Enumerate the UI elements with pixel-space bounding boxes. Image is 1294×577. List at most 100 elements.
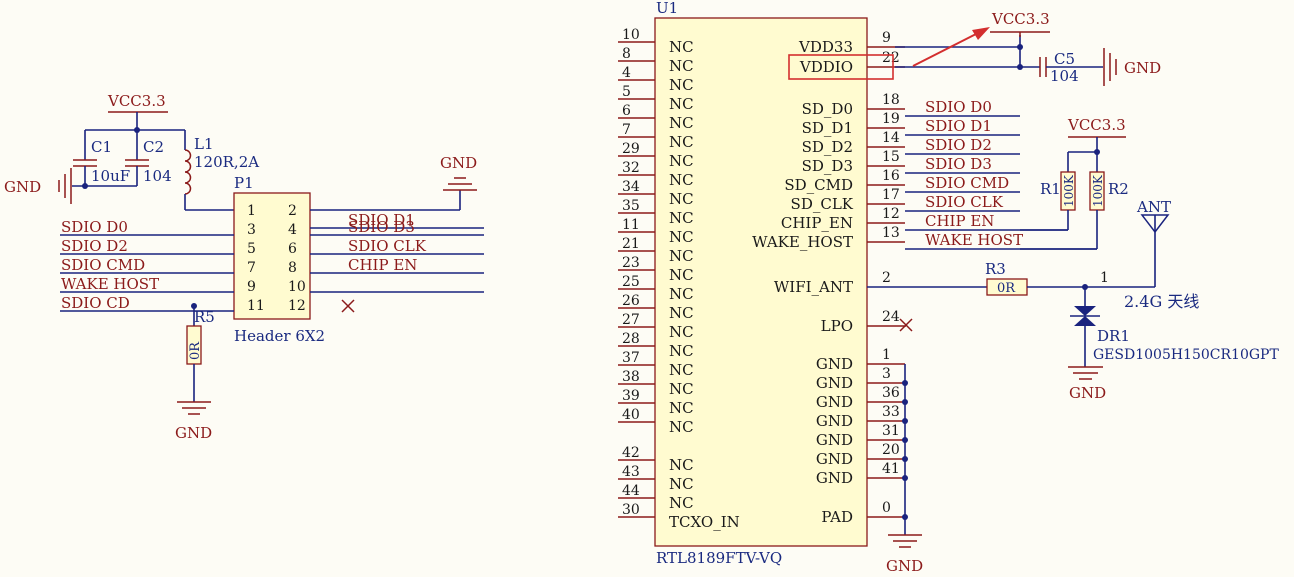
u1-pin-num-left: 28 (622, 331, 640, 347)
gnd-label-dr1: GND (1069, 384, 1106, 402)
u1-pin-num-right: 31 (882, 423, 900, 439)
p1-net-right: SDIO D3 (348, 218, 415, 236)
u1-pin-name-left: NC (669, 285, 694, 303)
u1-pin-num-right: 24 (882, 309, 900, 325)
u1-pin-name-left: NC (669, 209, 694, 227)
r5-circuit: 0R R5 GND (175, 303, 215, 442)
vcc-label-u1: VCC3.3 (991, 10, 1050, 28)
p1-net-left: WAKE HOST (61, 275, 159, 293)
u1-pin-name-left: NC (669, 76, 694, 94)
p1-pin-num-right: 10 (288, 279, 306, 295)
u1-left-pins: 10NC8NC4NC5NC6NC7NC29NC32NC34NC35NC11NC2… (618, 27, 740, 531)
u1-net-label: SDIO D1 (925, 117, 992, 135)
u1-pin-name-left: NC (669, 266, 694, 284)
antenna-desc: 2.4G 天线 (1124, 292, 1199, 311)
u1-pin-num-left: 7 (622, 122, 631, 138)
ant-pin-1: 1 (1100, 270, 1109, 286)
p1-net-left: SDIO D0 (61, 218, 128, 236)
u1-pin-num-left: 35 (622, 198, 640, 214)
u1-pin-name-right: PAD (821, 508, 853, 526)
u1-pin-num-left: 37 (622, 350, 640, 366)
u1-net-label: WAKE HOST (925, 231, 1023, 249)
u1-pin-name-right: VDD33 (798, 38, 853, 56)
u1-pin-num-left: 39 (622, 388, 640, 404)
vddio-highlight-box (788, 54, 894, 80)
u1-pin-name-left: NC (669, 152, 694, 170)
u1-pin-num-left: 4 (622, 65, 631, 81)
gnd-label-p1: GND (440, 154, 477, 172)
u1-pin-num-left: 40 (622, 407, 640, 423)
p1-net-left: SDIO CMD (61, 256, 145, 274)
vdd-wiring: VCC3.3 C5 104 GND (788, 10, 1161, 86)
p1-designator: P1 (234, 174, 254, 192)
dr1-part: GESD1005H150CR10GPT (1093, 347, 1279, 363)
u1-pin-num-left: 34 (622, 179, 640, 195)
lpo-nc (899, 318, 913, 332)
u1-pin-name-right: GND (816, 431, 853, 449)
u1-pin-name-left: NC (669, 190, 694, 208)
u1-part-number: RTL8189FTV-VQ (656, 549, 782, 567)
r3-designator: R3 (985, 260, 1006, 278)
gnd-label-filter: GND (4, 178, 41, 196)
u1-chip: U1 RTL8189FTV-VQ 10NC8NC4NC5NC6NC7NC29NC… (618, 0, 906, 567)
c2-value: 104 (143, 167, 172, 185)
vcc-label-pullup: VCC3.3 (1067, 116, 1126, 134)
u1-net-label: CHIP EN (925, 212, 994, 230)
u1-gnd-bus: GND (886, 364, 923, 575)
u1-pin-num-right: 9 (882, 30, 891, 46)
u1-net-label: SDIO D2 (925, 136, 992, 154)
u1-pin-name-left: NC (669, 380, 694, 398)
p1-pin-num-left: 7 (247, 260, 256, 276)
u1-pin-num-left: 10 (622, 27, 640, 43)
p1-pin-num-right: 12 (288, 298, 306, 314)
pullup-resistors: VCC3.3 100K 100K R1 R2 (1040, 116, 1129, 249)
u1-pin-num-left: 30 (622, 502, 640, 518)
u1-pin-name-right: WAKE_HOST (752, 233, 853, 251)
p1-pin-num-left: 1 (247, 203, 256, 219)
u1-pin-name-left: NC (669, 475, 694, 493)
u1-pin-num-right: 14 (882, 130, 900, 146)
u1-pin-num-right: 17 (882, 187, 900, 203)
r1-designator: R1 (1040, 180, 1061, 198)
u1-pin-num-right: 22 (882, 50, 900, 66)
r5-value: 0R (188, 341, 203, 360)
p1-part: Header 6X2 (234, 327, 325, 345)
antenna-label: ANT (1136, 198, 1171, 216)
u1-pin-name-right: LPO (821, 317, 853, 335)
u1-pin-name-right: WIFI_ANT (774, 278, 853, 296)
u1-net-label: SDIO D3 (925, 155, 992, 173)
u1-pin-num-right: 3 (882, 366, 891, 382)
r5-designator: R5 (194, 308, 215, 326)
antenna-circuit: 0R R3 1 ANT 2.4G 天线 DR1 GESD1005H150CR10… (867, 198, 1279, 402)
u1-pin-name-left: NC (669, 494, 694, 512)
u1-pin-num-left: 6 (622, 103, 631, 119)
u1-pin-num-left: 11 (622, 217, 640, 233)
p1-pin-num-right: 8 (288, 260, 297, 276)
u1-pin-name-left: NC (669, 133, 694, 151)
u1-pin-name-left: NC (669, 456, 694, 474)
u1-pin-name-left: NC (669, 323, 694, 341)
u1-pin-num-right: 2 (882, 270, 891, 286)
u1-pin-num-left: 25 (622, 274, 640, 290)
u1-pin-num-left: 43 (622, 464, 640, 480)
u1-body (654, 17, 868, 547)
u1-pin-num-left: 8 (622, 46, 631, 62)
u1-net-label: SDIO CLK (925, 193, 1004, 211)
u1-pin-num-left: 29 (622, 141, 640, 157)
u1-pin-name-left: NC (669, 171, 694, 189)
p1-pin-num-right: 4 (288, 222, 297, 238)
u1-pin-name-right: SD_CLK (791, 195, 854, 213)
u1-pin-name-right: SD_D2 (802, 138, 853, 156)
p1-pin-num-left: 11 (247, 298, 265, 314)
u1-pin-num-left: 44 (622, 483, 640, 499)
u1-pin-name-left: NC (669, 399, 694, 417)
u1-pin-num-left: 21 (622, 236, 640, 252)
u1-pin-num-right: 0 (882, 500, 891, 516)
u1-pin-name-left: NC (669, 418, 694, 436)
l1-designator: L1 (194, 135, 214, 153)
u1-pin-name-left: NC (669, 228, 694, 246)
r2-designator: R2 (1108, 180, 1129, 198)
u1-pin-name-right: VDDIO (799, 58, 853, 76)
p1-net-left: SDIO CD (61, 294, 130, 312)
